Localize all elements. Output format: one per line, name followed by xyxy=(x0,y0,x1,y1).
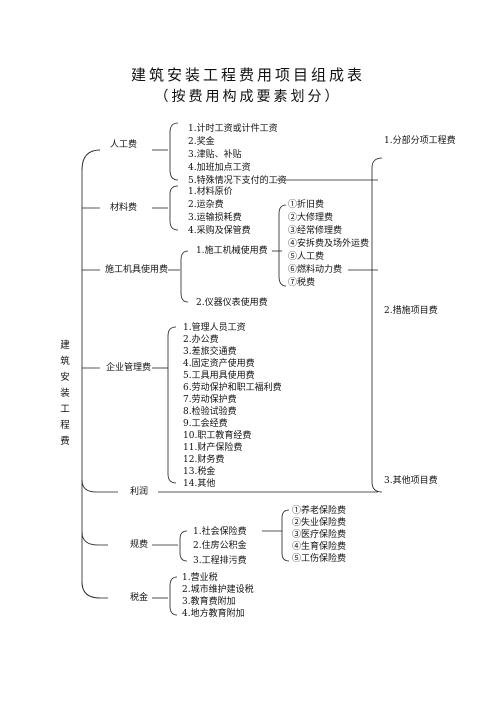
management-item: 14.其他 xyxy=(183,479,216,489)
branch-fees xyxy=(81,531,108,546)
tax-item: 3.教育费附加 xyxy=(182,597,236,607)
labor-bracket xyxy=(169,122,179,181)
page-title: 建筑安装工程费用项目组成表 xyxy=(130,66,365,84)
right-item-2: 2.措施项目费 xyxy=(384,306,438,316)
machine-sub-item: ③经常修理费 xyxy=(288,226,343,236)
management-item: 7.劳动保护费 xyxy=(183,395,237,405)
material-bracket xyxy=(169,185,179,231)
tax-item: 1.营业税 xyxy=(182,573,218,583)
fee-item: 2.住房公积金 xyxy=(193,541,247,551)
management-item: 4.固定资产使用费 xyxy=(183,359,255,369)
machine-sub-bracket xyxy=(278,204,287,287)
category-material: 材料费 xyxy=(110,203,138,213)
management-item: 12.财务费 xyxy=(183,455,225,465)
root-bracket xyxy=(81,149,101,599)
category-machine: 施工机具使用费 xyxy=(105,265,169,275)
material-item: 3.运输损耗费 xyxy=(188,213,242,223)
category-labor: 人工费 xyxy=(110,140,138,150)
insurance-sub-item: ④生育保险费 xyxy=(292,542,347,552)
fees-bracket xyxy=(179,530,188,562)
category-profit: 利润 xyxy=(130,487,149,497)
fees-sub-bracket xyxy=(281,509,290,562)
machine-item: 1.施工机械使用费 xyxy=(196,246,268,256)
right-bracket xyxy=(371,157,383,493)
management-item: 11.财产保险费 xyxy=(183,443,243,453)
management-item: 13.税金 xyxy=(183,467,216,477)
management-item: 1.管理人员工资 xyxy=(183,323,246,333)
insurance-sub-item: ③医疗保险费 xyxy=(292,530,347,540)
material-item: 4.采购及保管费 xyxy=(188,226,251,236)
management-item: 3.差旅交通费 xyxy=(183,347,237,357)
category-tax: 税金 xyxy=(130,593,149,603)
management-item: 10.职工教育经费 xyxy=(183,431,252,441)
right-item-1: 1.分部分项工程费 xyxy=(384,136,456,146)
insurance-sub-item: ①养老保险费 xyxy=(292,506,347,516)
category-management: 企业管理费 xyxy=(106,363,152,373)
tax-bracket xyxy=(169,576,178,616)
labor-item: 5.特殊情况下支付的工资 xyxy=(188,176,287,186)
machine-sub-item: ⑥燃料动力费 xyxy=(288,265,343,275)
machine-sub-item: ②大修理费 xyxy=(288,213,334,223)
tax-item: 4.地方教育附加 xyxy=(182,609,245,619)
machine-sub-item: ①折旧费 xyxy=(288,200,325,210)
management-item: 9.工会经费 xyxy=(183,419,228,429)
page-subtitle: （按费用构成要素划分） xyxy=(154,89,342,105)
machine-sub-item: ⑦税费 xyxy=(288,278,316,288)
branch-tax xyxy=(81,581,108,599)
insurance-sub-item: ②失业保险费 xyxy=(292,518,347,528)
labor-item: 2.奖金 xyxy=(188,137,215,147)
tax-item: 2.城市维护建设税 xyxy=(182,585,254,595)
material-item: 1.材料原价 xyxy=(188,187,233,197)
machine-item: 2.仪器仪表使用费 xyxy=(196,298,268,308)
management-item: 2.办公费 xyxy=(183,335,219,345)
root-label: 建筑安 装工程 费 xyxy=(60,340,70,447)
machine-bracket xyxy=(180,250,189,303)
material-item: 2.运杂费 xyxy=(188,200,224,210)
labor-item: 3.津贴、补贴 xyxy=(188,150,242,160)
labor-item: 4.加班加点工资 xyxy=(188,163,251,173)
fee-item: 3.工程排污费 xyxy=(193,556,247,566)
fee-item: 1.社会保险费 xyxy=(193,527,247,537)
right-item-3: 3.其他项目费 xyxy=(384,476,438,486)
insurance-sub-item: ⑤工伤保险费 xyxy=(292,554,347,564)
branch-labor xyxy=(81,149,101,171)
branch-profit xyxy=(81,479,118,493)
management-bracket xyxy=(167,326,177,484)
labor-item: 1.计时工资或计件工资 xyxy=(188,124,278,134)
machine-sub-item: ④安拆费及场外运费 xyxy=(288,239,370,249)
category-fees: 规费 xyxy=(130,540,149,550)
management-item: 5.工具用具使用费 xyxy=(183,371,255,381)
management-item: 6.劳动保护和职工福利费 xyxy=(183,383,282,393)
management-item: 8.检验试验费 xyxy=(183,407,237,417)
machine-sub-item: ⑤人工费 xyxy=(288,252,325,262)
